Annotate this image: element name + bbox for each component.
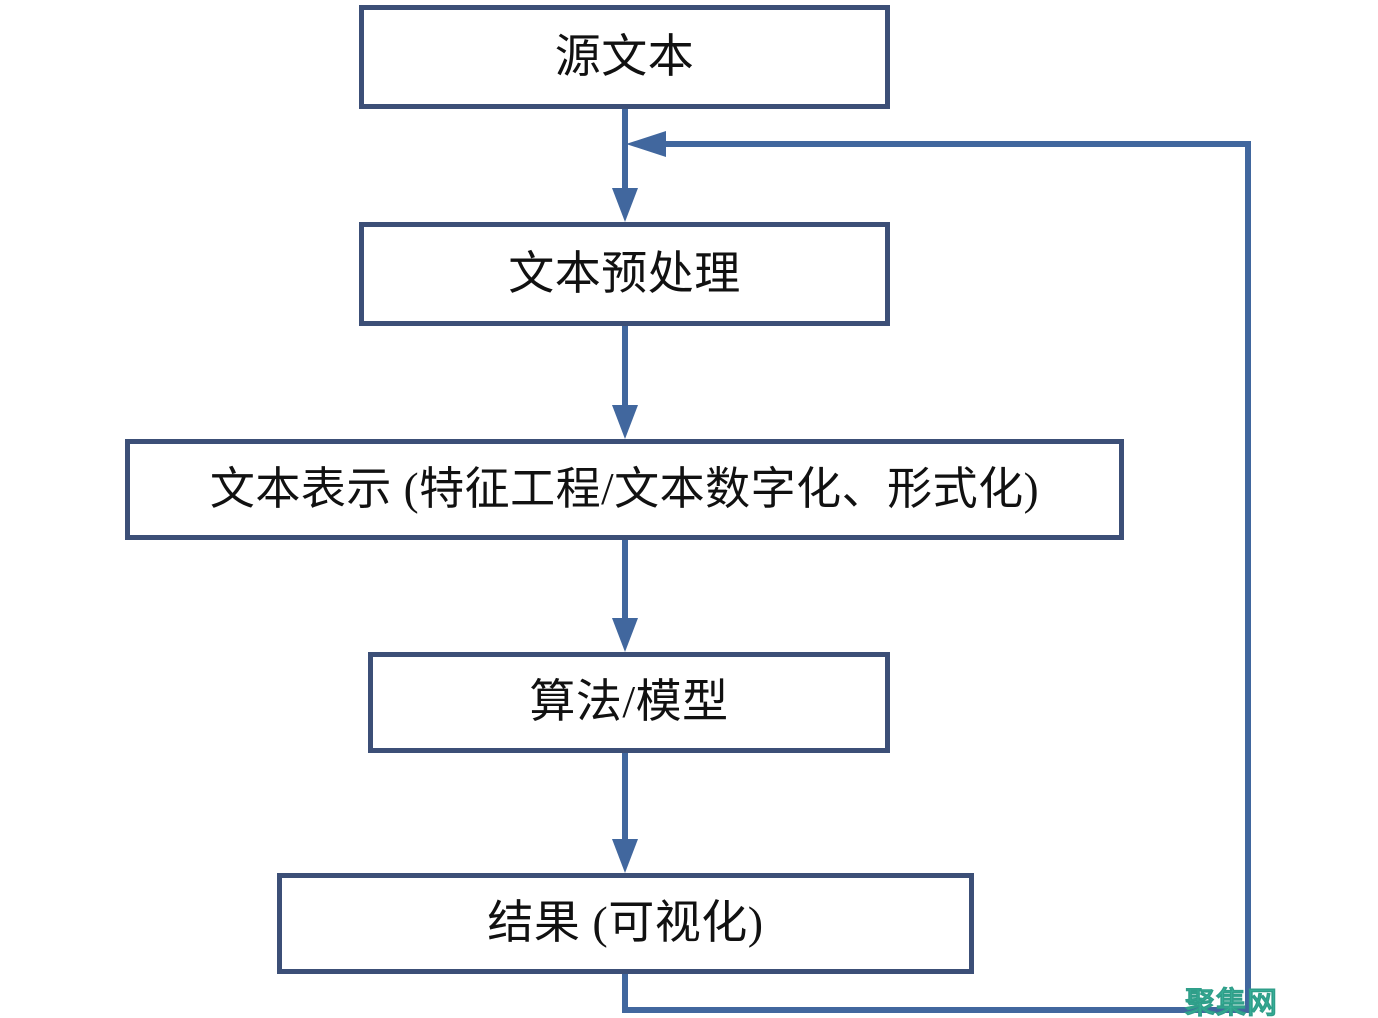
node-result[interactable]: 结果 (可视化)	[277, 873, 974, 974]
node-algorithm-model[interactable]: 算法/模型	[368, 652, 890, 753]
edge-preprocessing-to-representation	[612, 326, 638, 439]
edge-representation-to-model	[612, 540, 638, 652]
edge-source-to-preprocessing	[612, 109, 638, 222]
node-label-source-text: 源文本	[554, 30, 695, 82]
node-label-text-representation: 文本表示 (特征工程/文本数字化、形式化)	[209, 463, 1040, 514]
site-watermark: 聚集网	[1185, 986, 1278, 1018]
edge-model-to-result	[612, 753, 638, 873]
node-label-text-preprocessing: 文本预处理	[508, 247, 741, 299]
node-text-representation[interactable]: 文本表示 (特征工程/文本数字化、形式化)	[125, 439, 1124, 540]
node-label-algorithm-model: 算法/模型	[529, 676, 729, 728]
node-source-text[interactable]: 源文本	[359, 5, 890, 109]
node-text-preprocessing[interactable]: 文本预处理	[359, 222, 890, 326]
node-label-result: 结果 (可视化)	[487, 897, 764, 949]
